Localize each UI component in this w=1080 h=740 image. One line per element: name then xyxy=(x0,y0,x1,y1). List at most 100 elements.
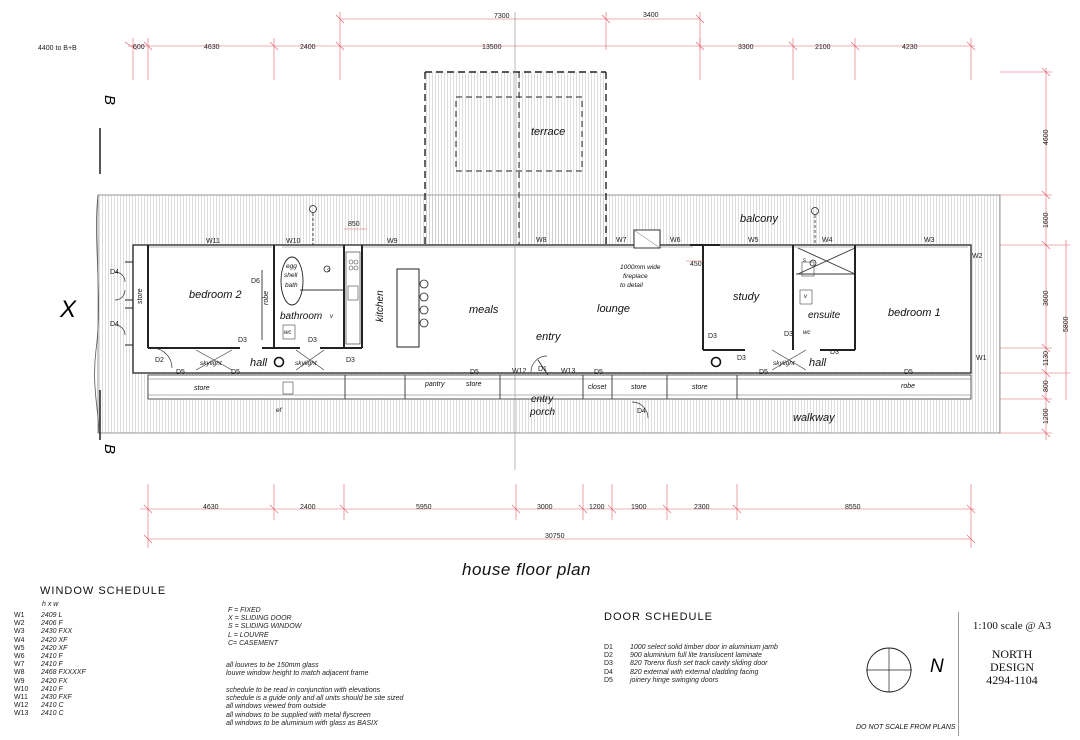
section-mark-b-bottom: B xyxy=(101,444,118,454)
egg-shell-bath xyxy=(280,256,304,306)
door-tag-d4-a: D4 xyxy=(110,269,119,276)
room-hall-left: hall xyxy=(250,357,268,369)
window-schedule-title: WINDOW SCHEDULE xyxy=(40,585,167,597)
window-schedule-id: W10 xyxy=(14,685,29,693)
dim-ref-label: 4400 to B+B xyxy=(38,45,77,52)
dim-top-seg-2: 4630 xyxy=(204,44,220,51)
window-schedule-spec: 2409 L xyxy=(41,612,63,619)
window-tag-w10: W10 xyxy=(286,238,301,245)
window-note-line: schedule to be read in conjunction with … xyxy=(226,687,381,694)
door-schedule-spec: 820 external with external cladding faci… xyxy=(630,668,759,676)
door-tag-d3-e: D3 xyxy=(737,355,746,362)
room-hall-right: hall xyxy=(809,357,827,369)
label-wc-left: wc xyxy=(284,330,291,336)
window-schedule-spec: 2420 FX xyxy=(41,677,68,685)
window-tag-w6: W6 xyxy=(670,237,681,244)
door-tag-d5-e: D5 xyxy=(759,369,768,376)
dim-top-7300: 7300 xyxy=(494,13,510,20)
room-closet: closet xyxy=(588,384,607,391)
label-s-ensuite: s xyxy=(803,258,806,264)
north-label: N xyxy=(930,656,944,677)
room-store-strip-3: store xyxy=(631,384,647,391)
window-schedule-spec: 2420 XF xyxy=(41,644,68,652)
dim-top-seg-6: 2100 xyxy=(815,44,831,51)
window-tag-w9: W9 xyxy=(387,238,398,245)
label-skylight-2: skylight xyxy=(295,360,318,367)
door-tag-d3-d: D3 xyxy=(708,333,717,340)
window-schedule-spec: 2410 F xyxy=(41,653,63,661)
window-schedule-id: W7 xyxy=(14,661,25,669)
label-v-bath: v xyxy=(330,314,334,320)
window-tag-w4: W4 xyxy=(822,237,833,244)
door-tag-d3-b: D3 xyxy=(308,337,317,344)
door-schedule-id: D3 xyxy=(604,660,613,668)
room-bedroom-2: bedroom 2 xyxy=(189,289,242,301)
window-schedule-row: W4 2420 XF xyxy=(14,637,86,645)
room-store-strip-2: store xyxy=(466,381,482,388)
window-legend-line: F = FIXED xyxy=(228,607,261,614)
window-schedule-id: W11 xyxy=(14,694,28,702)
window-schedule-row: W11 2430 FXF xyxy=(14,694,86,702)
window-tag-w2: W2 xyxy=(972,253,983,260)
label-skylight-3: skylight xyxy=(773,360,796,367)
door-tag-d3-a: D3 xyxy=(238,337,247,344)
dim-450: 450 xyxy=(690,261,702,268)
window-schedule-id: W6 xyxy=(14,653,25,661)
dim-top-seg-7: 4230 xyxy=(902,44,918,51)
window-tag-w12: W12 xyxy=(512,368,527,375)
door-schedule-spec: 1000 select solid timber door in alumini… xyxy=(630,644,778,651)
window-schedule-spec: 2430 FXF xyxy=(41,694,72,702)
label-egg: egg xyxy=(286,263,297,270)
dim-bottom-seg-2: 2400 xyxy=(300,504,316,511)
dim-bottom-seg-8: 8550 xyxy=(845,504,861,511)
door-tag-d3-g: D3 xyxy=(784,331,793,338)
window-schedule-spec: 2468 FXXXXF xyxy=(41,669,86,677)
window-schedule-row: W9 2420 FX xyxy=(14,678,86,686)
room-entry-porch-2: porch xyxy=(529,407,555,418)
title-block xyxy=(958,612,1067,736)
dim-bottom-seg-3: 5950 xyxy=(416,504,432,511)
window-note-line: all windows viewed from outside xyxy=(226,703,326,711)
window-schedule-id: W4 xyxy=(14,636,25,644)
window-legend-line: C= CASEMENT xyxy=(228,639,278,647)
door-tag-d1: D1 xyxy=(538,366,547,373)
company-line-1: NORTH xyxy=(991,647,1033,661)
door-schedule-id: D4 xyxy=(604,668,613,676)
kitchen-island xyxy=(396,268,420,348)
door-tag-d6: D6 xyxy=(251,278,260,285)
label-shell: shell xyxy=(284,272,298,279)
window-schedule-spec: 2420 XF xyxy=(41,636,68,644)
window-tag-w5: W5 xyxy=(748,237,759,244)
room-pantry: pantry xyxy=(424,381,445,388)
room-study: study xyxy=(733,291,761,303)
window-schedule-spec: 2410 C xyxy=(41,710,64,718)
window-tag-w13: W13 xyxy=(561,368,576,375)
door-schedule-id: D5 xyxy=(604,676,613,684)
window-schedule-id: W9 xyxy=(14,677,25,685)
dim-top-seg-1: 600 xyxy=(133,44,145,51)
room-entry-porch-1: entry xyxy=(531,394,554,405)
window-schedule-row: W6 2410 F xyxy=(14,653,86,661)
door-tag-d4-c: D4 xyxy=(637,408,646,415)
terrace-pergola xyxy=(455,96,583,172)
room-robe-strip: robe xyxy=(901,383,915,390)
window-tag-w3: W3 xyxy=(924,237,935,244)
window-schedule-spec: 2430 FXX xyxy=(41,628,73,636)
door-tag-d5-f: D5 xyxy=(904,369,913,376)
store-strip xyxy=(147,374,972,400)
dim-top-3400: 3400 xyxy=(643,12,659,19)
window-tag-w7: W7 xyxy=(616,237,627,244)
room-kitchen: kitchen xyxy=(375,290,386,322)
dim-right-seg-3: 3600 xyxy=(1043,290,1050,306)
window-schedule-id: W13 xyxy=(14,710,29,718)
window-schedule-id: W2 xyxy=(14,620,25,628)
room-ensuite: ensuite xyxy=(808,310,841,321)
